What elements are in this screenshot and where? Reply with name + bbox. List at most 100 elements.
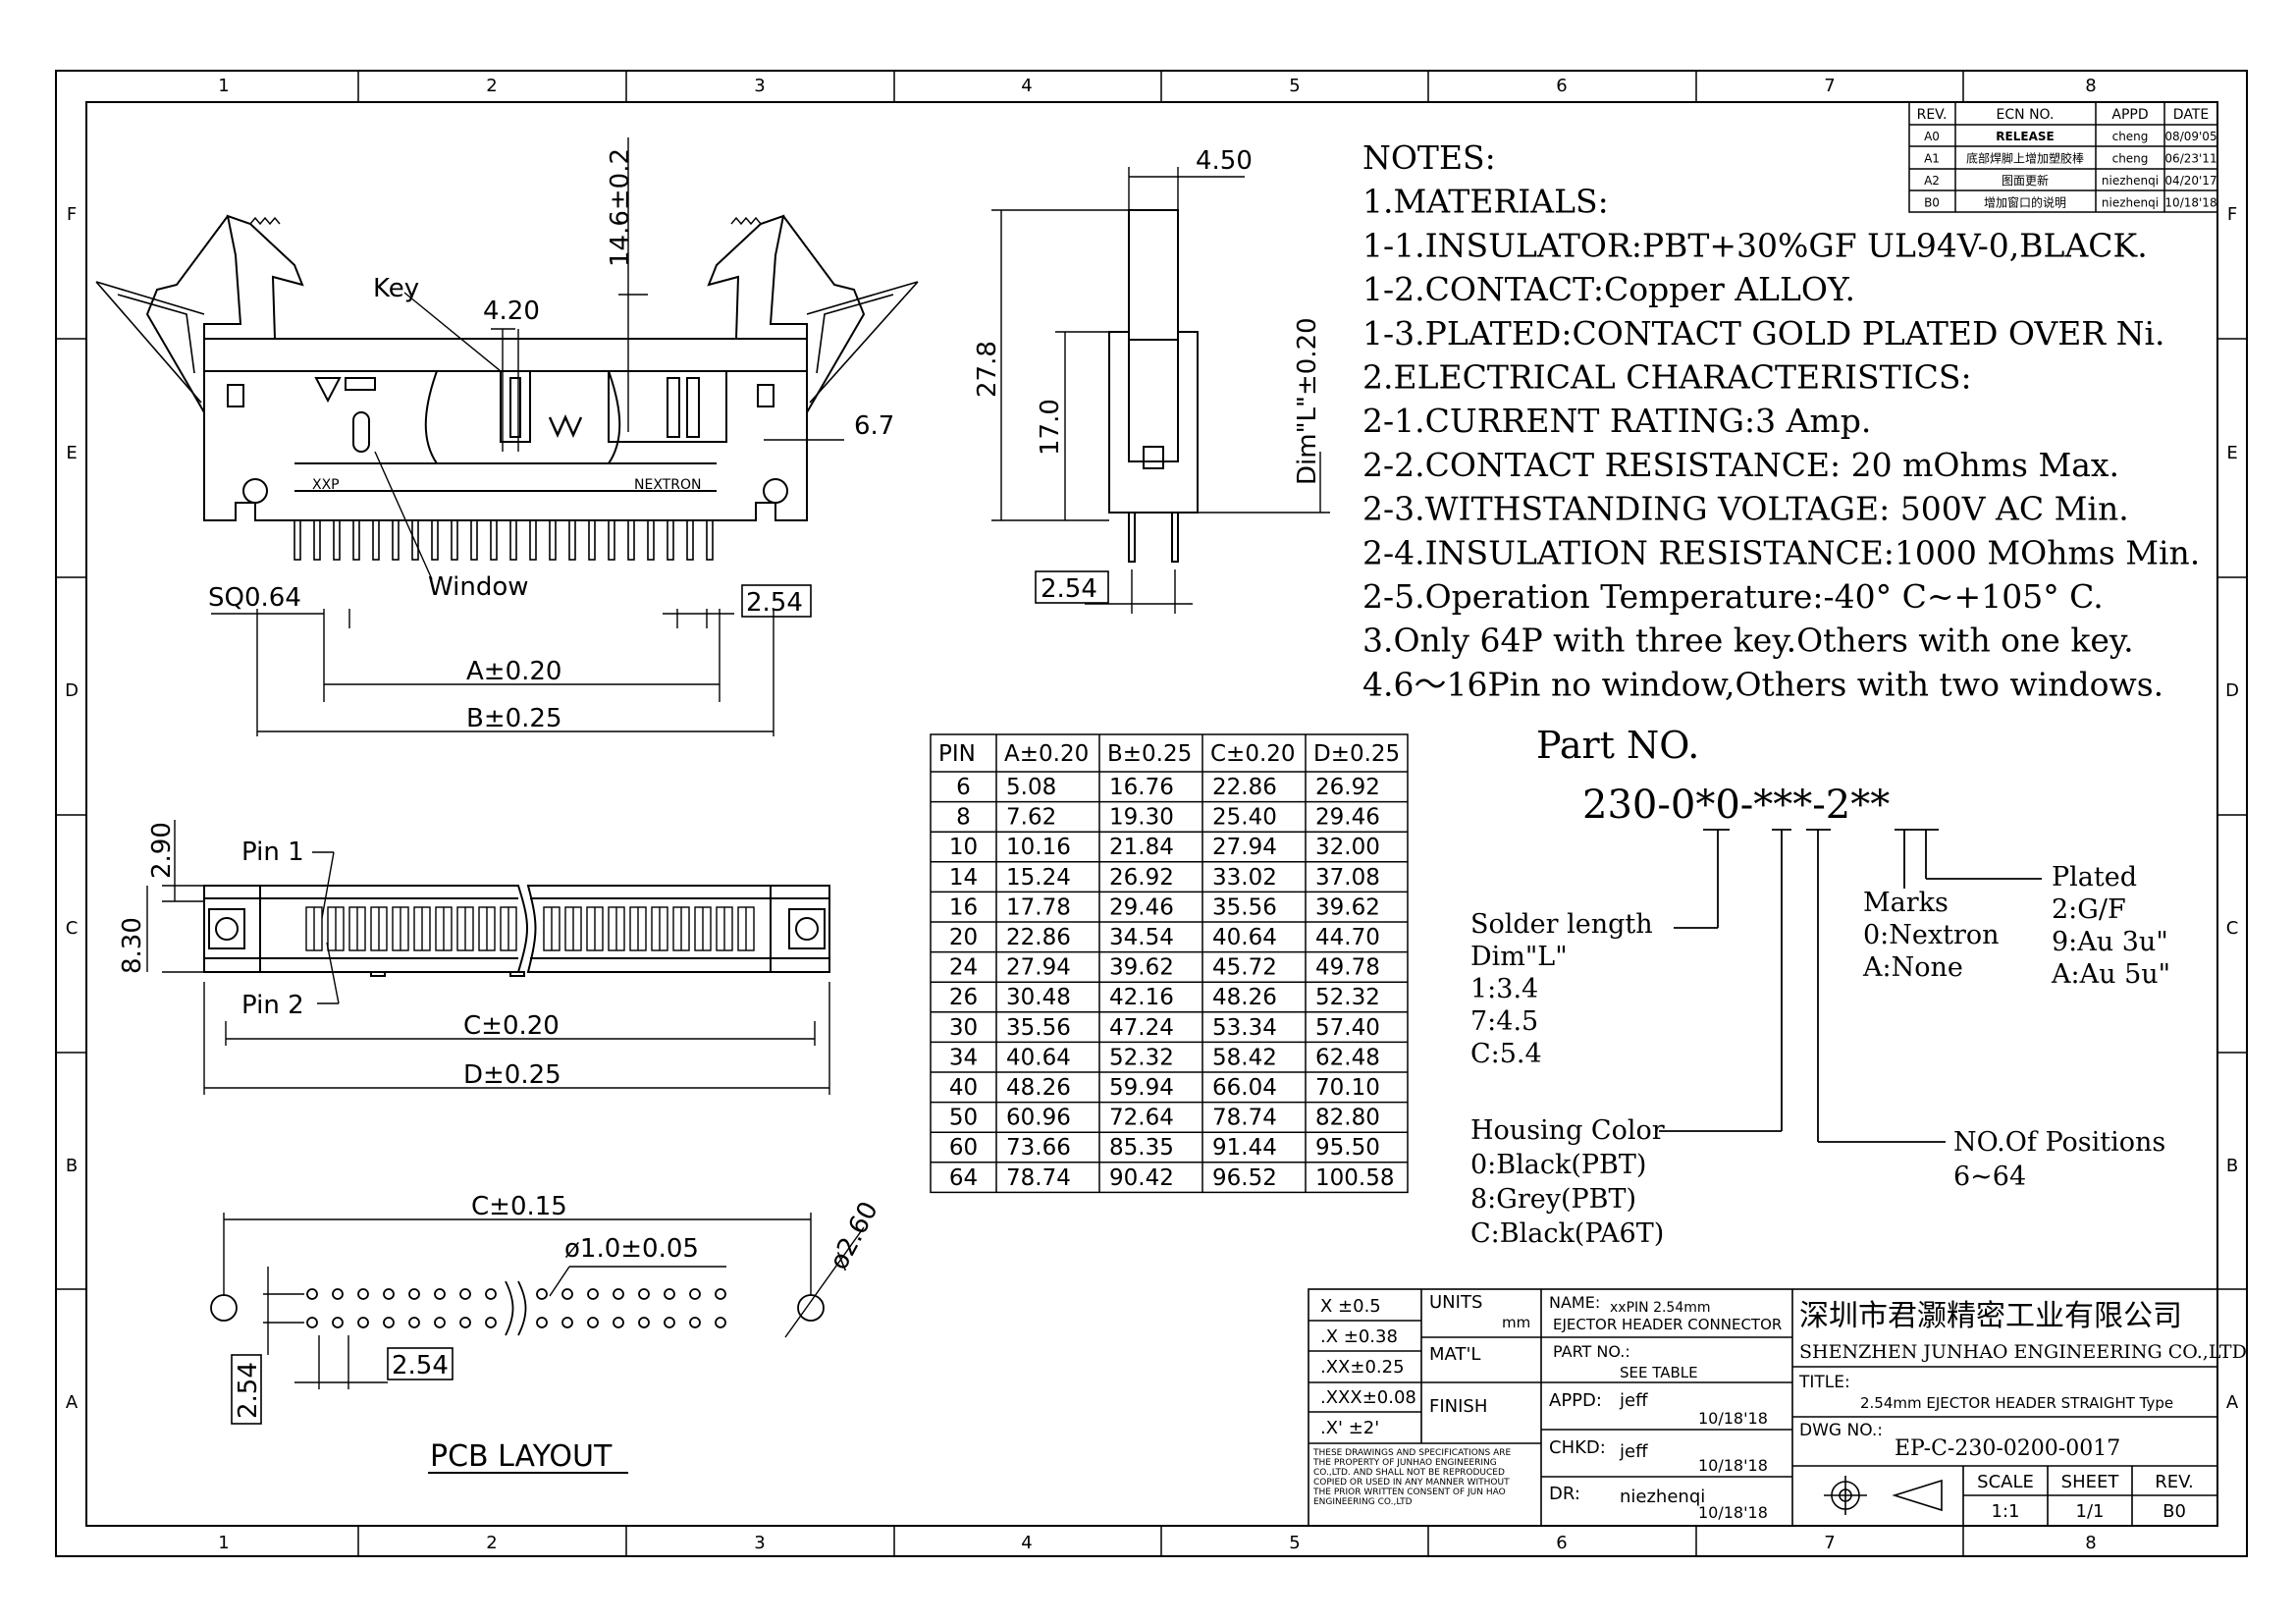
front-pin xyxy=(372,519,380,561)
dim-table-cell: 96.52 xyxy=(1212,1165,1277,1191)
dim-table-cell: 6 xyxy=(956,775,971,800)
pcb-holes xyxy=(306,1288,726,1328)
finish-label: FINISH xyxy=(1429,1396,1487,1417)
row-label-left-B: B xyxy=(66,1156,78,1176)
note-line: 2-2.CONTACT RESISTANCE: 20 mOhms Max. xyxy=(1362,446,2119,484)
note-line: 1-1.INSULATOR:PBT+30%GF UL94V-0,BLACK. xyxy=(1362,226,2148,264)
scale-label: SCALE xyxy=(1977,1472,2034,1492)
side-view-labels: 4.50 27.8 17.0 Dim"L"±0.20 2.54 xyxy=(973,146,1322,604)
pcb-hole xyxy=(306,1288,318,1300)
window-outline xyxy=(352,411,370,453)
dim-table-cell: 26 xyxy=(949,985,978,1010)
row-label-right-F: F xyxy=(2227,204,2237,225)
col-label-bottom-4: 4 xyxy=(1021,1533,1032,1553)
part-no-code: 230-0*0-***-2** xyxy=(1582,783,1890,828)
dim-table-header: C±0.20 xyxy=(1210,741,1296,767)
col-label-top-5: 5 xyxy=(1289,76,1300,96)
dr-label: DR: xyxy=(1549,1484,1580,1504)
zone-labels: 1 2 3 4 5 6 7 8 1 2 3 4 5 6 7 8 F E D C … xyxy=(65,76,2239,1553)
housing-line-2: 8:Grey(PBT) xyxy=(1470,1184,1636,1215)
dim-table-header: A±0.20 xyxy=(1004,741,1089,767)
front-pin xyxy=(568,519,576,561)
pcb-hole xyxy=(383,1288,395,1300)
rev-cell: cheng xyxy=(2112,152,2149,166)
dim-table-cell: 73.66 xyxy=(1006,1135,1071,1161)
solder-title: Solder length xyxy=(1470,909,1653,940)
dim-table-cell: 22.86 xyxy=(1006,925,1071,950)
dim-table-cell: 30 xyxy=(949,1015,978,1041)
col-label-bottom-3: 3 xyxy=(754,1533,765,1553)
title-block: X ±0.5 .X ±0.38 .XX±0.25 .XXX±0.08 .X' ±… xyxy=(1308,1288,2247,1527)
dim-c-pcb: C±0.15 xyxy=(471,1192,567,1221)
rev-header-ecn: ECN NO. xyxy=(1997,107,2055,123)
dim-4-50: 4.50 xyxy=(1196,146,1253,176)
dim-table-cell: 35.56 xyxy=(1006,1015,1071,1041)
plated-line-3: A:Au 5u" xyxy=(2051,959,2170,990)
scale-value: 1:1 xyxy=(1992,1501,2020,1522)
matl-label: MAT'L xyxy=(1429,1344,1480,1365)
dim-table-cell: 40 xyxy=(949,1075,978,1101)
dim-table-cell: 27.94 xyxy=(1006,955,1071,981)
rev-cell: 底部焊脚上增加塑胶棒 xyxy=(1966,151,2084,166)
rev-cell: A2 xyxy=(1924,174,1940,188)
pcb-hole xyxy=(638,1288,650,1300)
note-line: 2-1.CURRENT RATING:3 Amp. xyxy=(1362,402,1871,440)
plated-line-2: 9:Au 3u" xyxy=(2052,927,2168,957)
dim-table-cell: 29.46 xyxy=(1315,805,1380,831)
window-label: Window xyxy=(428,572,529,602)
front-pin xyxy=(706,519,714,561)
dim-mount: ø2.60 xyxy=(825,1197,884,1274)
col-label-top-4: 4 xyxy=(1021,76,1032,96)
pcb-hole xyxy=(459,1288,471,1300)
col-label-bottom-2: 2 xyxy=(486,1533,497,1553)
housing-line-3: C:Black(PA6T) xyxy=(1470,1218,1664,1249)
dim-17-0: 17.0 xyxy=(1036,399,1065,456)
rev-cell: 10/18'18 xyxy=(2164,196,2216,210)
company-cn: 深圳市君灏精密工业有限公司 xyxy=(1799,1299,2182,1333)
dim-table-header: D±0.25 xyxy=(1313,741,1400,767)
pcb-hole xyxy=(332,1317,344,1328)
dim-table-cell: 52.32 xyxy=(1109,1045,1174,1070)
pin1-label: Pin 1 xyxy=(241,838,304,867)
dim-27-8: 27.8 xyxy=(973,341,1002,398)
dim-table-cell: 34.54 xyxy=(1109,925,1174,950)
row-label-right-A: A xyxy=(2226,1392,2239,1413)
pcb-hole xyxy=(689,1317,701,1328)
dim-table-cell: 8 xyxy=(956,805,971,831)
body-mark-nextron: NEXTRON xyxy=(634,477,701,493)
dim-2-90: 2.90 xyxy=(147,822,177,879)
units-label: UNITS xyxy=(1429,1292,1482,1313)
col-label-top-8: 8 xyxy=(2085,76,2096,96)
rev-value: B0 xyxy=(2163,1501,2186,1522)
dwg-value: EP-C-230-0200-0017 xyxy=(1895,1436,2120,1461)
dim-table-cell: 52.32 xyxy=(1315,985,1380,1010)
dim-table-cell: 20 xyxy=(949,925,978,950)
dim-table-border xyxy=(930,733,1409,1194)
rev-cell: 06/23'11 xyxy=(2164,152,2216,166)
plated-title: Plated xyxy=(2052,862,2137,893)
dim-table-cell: 90.42 xyxy=(1109,1165,1174,1191)
dim-table-cell: 24 xyxy=(949,955,978,981)
rev-cell: 增加窗口的说明 xyxy=(1984,195,2066,210)
rev-cell: A0 xyxy=(1924,130,1940,143)
pcb-hole xyxy=(587,1288,599,1300)
dim-table-cell: 48.26 xyxy=(1006,1075,1071,1101)
row-label-right-E: E xyxy=(2226,443,2237,463)
pcb-mount-hole-right xyxy=(797,1294,825,1322)
row-label-left-E: E xyxy=(66,443,77,463)
dim-table-cell: 70.10 xyxy=(1315,1075,1380,1101)
row-label-left-F: F xyxy=(67,204,77,225)
part-number-block: Part NO. 230-0*0-***-2** Solder length D… xyxy=(1470,724,2170,1249)
dim-table-cell: 22.86 xyxy=(1212,775,1277,800)
dim-table-cell: 53.34 xyxy=(1212,1015,1277,1041)
col-label-bottom-7: 7 xyxy=(1824,1533,1835,1553)
rev-header-date: DATE xyxy=(2173,107,2209,123)
dim-table-header: PIN xyxy=(938,741,976,767)
pcb-hole xyxy=(664,1288,675,1300)
dim-table-cell: 33.02 xyxy=(1212,865,1277,891)
dr-name: niezhenqi xyxy=(1620,1487,1705,1507)
